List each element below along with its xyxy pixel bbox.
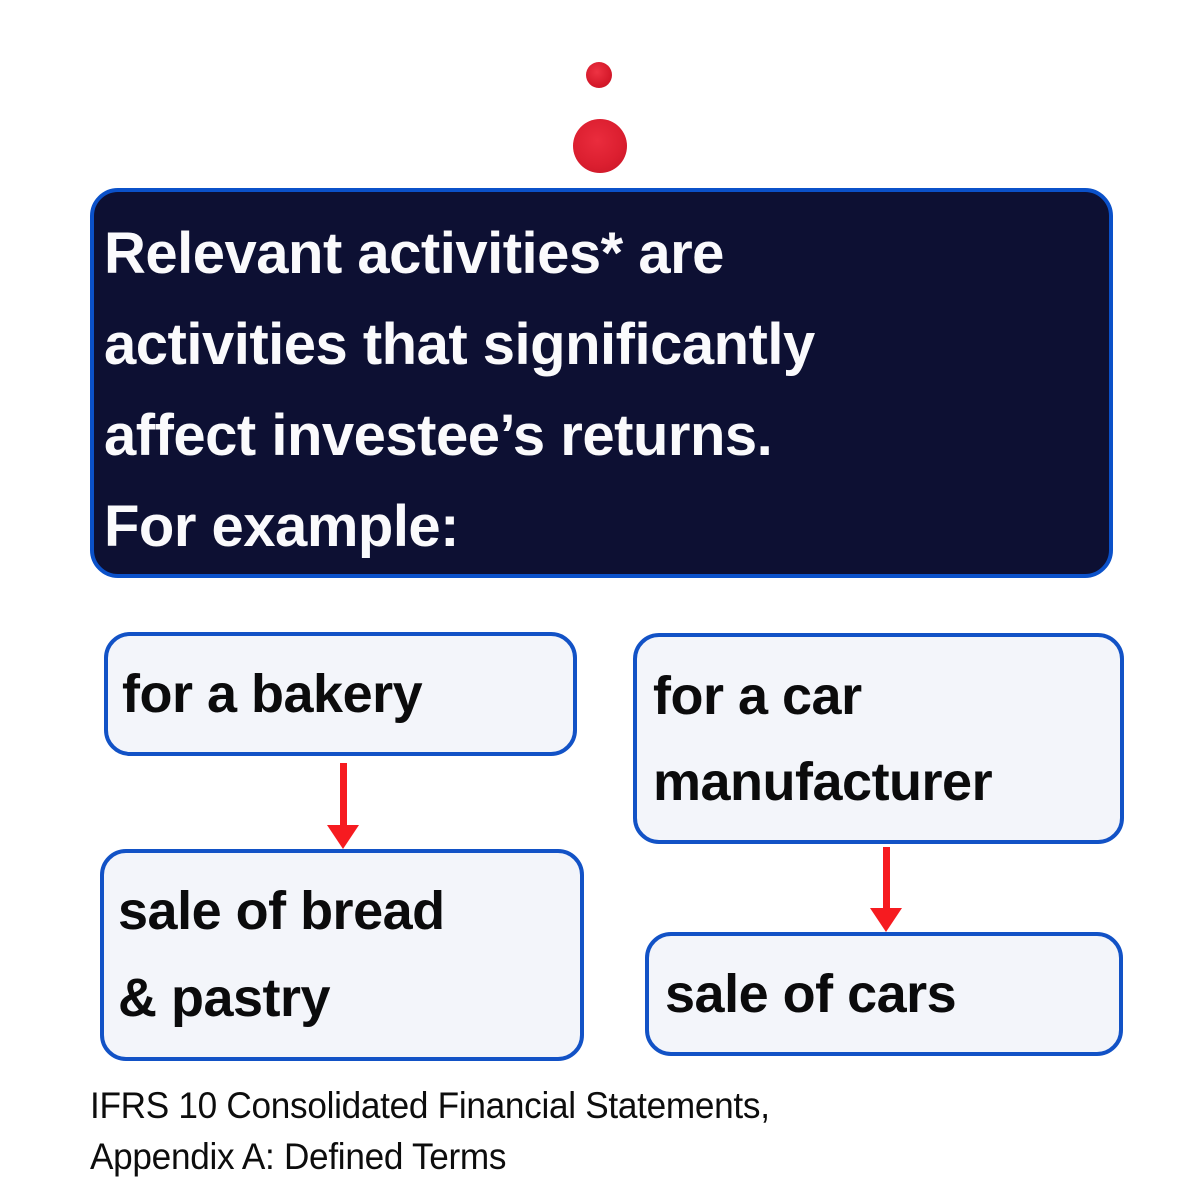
node-label: & pastry <box>118 968 331 1028</box>
down-arrow-icon <box>870 847 902 932</box>
node-label: sale of cars <box>665 964 957 1024</box>
citation-line: IFRS 10 Consolidated Financial Statement… <box>90 1085 770 1126</box>
citation-line: Appendix A: Defined Terms <box>90 1136 507 1177</box>
down-arrow-icon <box>327 763 359 849</box>
node-bakery: for a bakery <box>104 632 577 756</box>
definition-line: Relevant activities* are <box>104 221 724 286</box>
definition-card: Relevant activities* are activities that… <box>90 188 1113 578</box>
node-label: for a car <box>653 665 862 726</box>
node-car-manufacturer: for a car manufacturer <box>633 633 1124 844</box>
arrow-head <box>870 908 902 932</box>
node-sale-of-cars: sale of cars <box>645 932 1123 1056</box>
source-citation: IFRS 10 Consolidated Financial Statement… <box>90 1080 770 1182</box>
node-label: for a bakery <box>122 664 423 724</box>
node-sale-of-bread-pastry: sale of bread & pastry <box>100 849 584 1061</box>
node-label: sale of bread <box>118 881 445 941</box>
red-dot-small-icon <box>586 62 612 88</box>
node-label: manufacturer <box>653 751 993 812</box>
arrow-head <box>327 825 359 849</box>
definition-line: For example: <box>104 494 460 559</box>
definition-line: activities that significantly <box>104 312 815 377</box>
arrow-shaft <box>339 763 347 825</box>
definition-line: affect investee’s returns. <box>104 403 773 468</box>
red-dot-large-icon <box>573 119 627 173</box>
arrow-shaft <box>882 847 890 908</box>
